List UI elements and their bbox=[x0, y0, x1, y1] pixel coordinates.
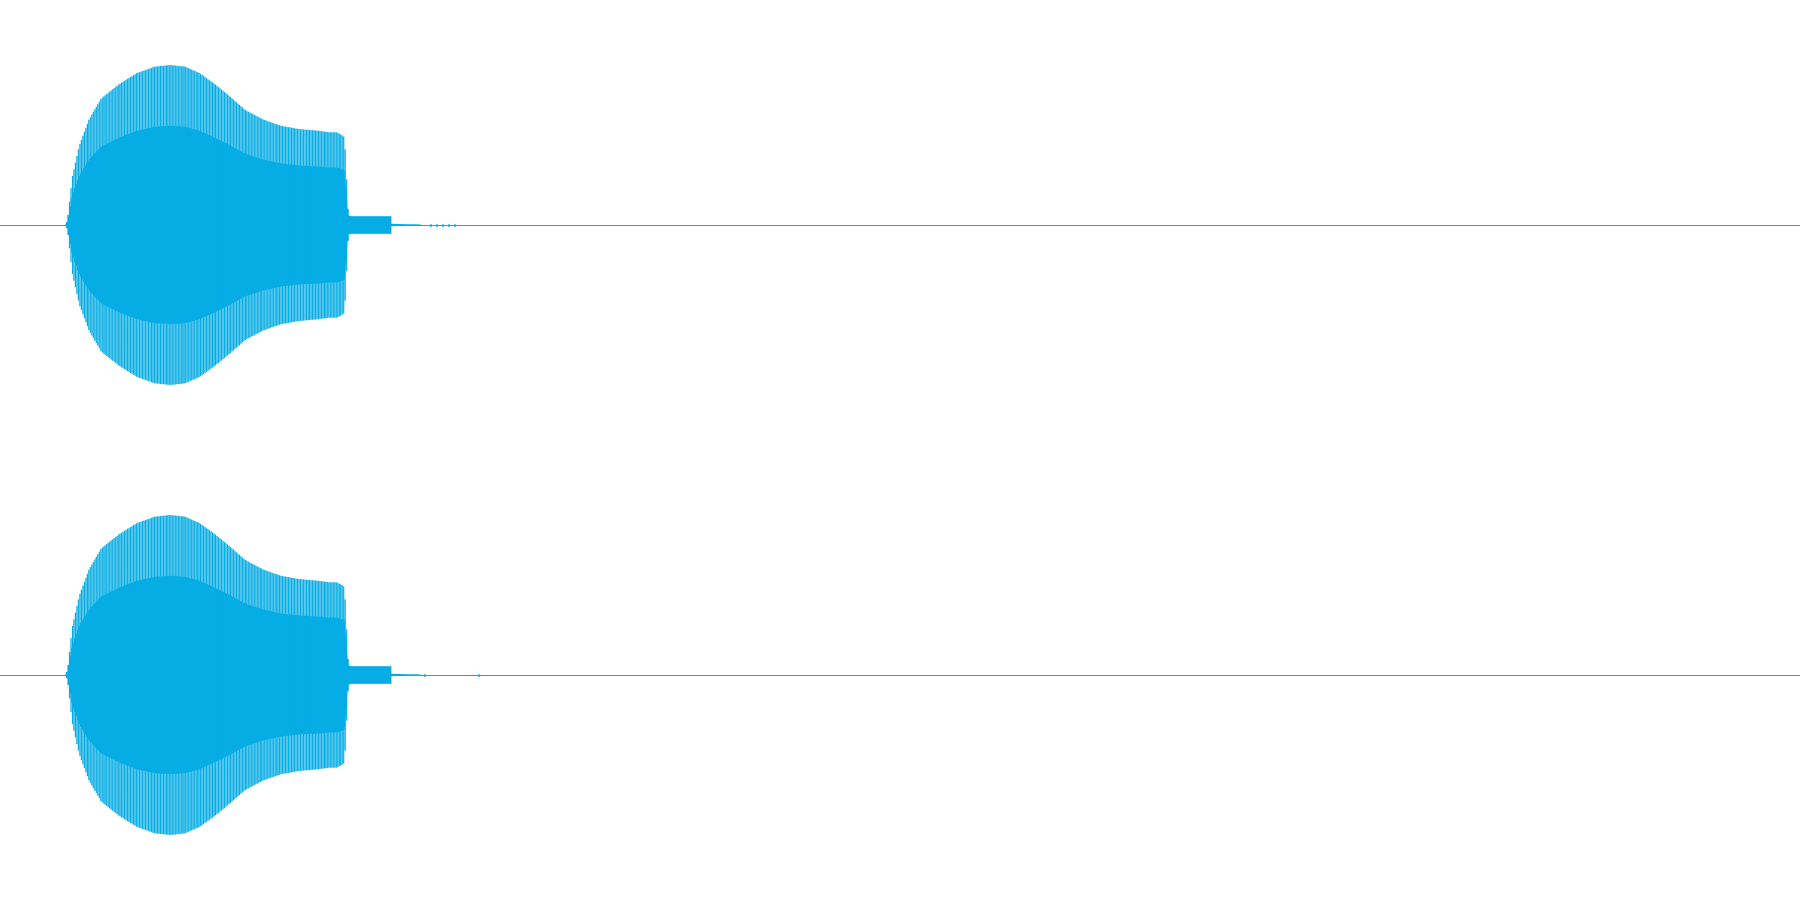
waveform-tail bbox=[348, 666, 392, 684]
waveform-dot bbox=[447, 224, 451, 227]
waveform-dot bbox=[429, 224, 433, 227]
waveform-tail bbox=[348, 216, 392, 234]
channel-1-waveform bbox=[0, 65, 1800, 385]
waveform-dot bbox=[441, 224, 445, 227]
waveform-dot bbox=[477, 674, 481, 677]
waveform-dot bbox=[453, 224, 457, 227]
channel-2-waveform bbox=[0, 515, 1800, 835]
waveform-dot bbox=[423, 674, 427, 677]
waveform-dot bbox=[435, 224, 439, 227]
